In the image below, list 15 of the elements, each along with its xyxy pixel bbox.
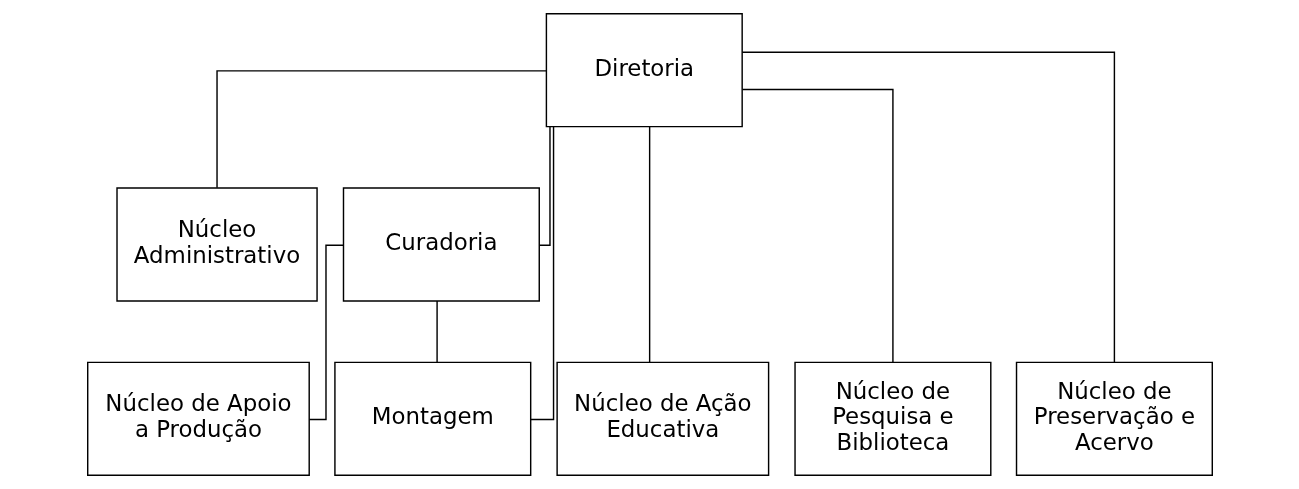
node-box: Núcleo de Preservação e Acervo bbox=[1015, 361, 1213, 476]
node-box: Núcleo de Pesquisa e Biblioteca bbox=[793, 361, 991, 476]
connector bbox=[435, 300, 438, 363]
node-box: Diretoria bbox=[545, 13, 743, 128]
node-box: Núcleo de Ação Educativa bbox=[555, 361, 769, 476]
node-box: Curadoria bbox=[342, 187, 540, 302]
node-box: Núcleo de Apoio a Produção bbox=[86, 361, 310, 476]
connector bbox=[741, 88, 894, 363]
node-box: Montagem bbox=[333, 361, 531, 476]
connector bbox=[215, 70, 547, 189]
node-box: Núcleo Administrativo bbox=[115, 187, 318, 302]
connector bbox=[741, 51, 1115, 364]
connector bbox=[648, 126, 650, 363]
connector bbox=[538, 126, 551, 246]
connector bbox=[529, 125, 554, 421]
